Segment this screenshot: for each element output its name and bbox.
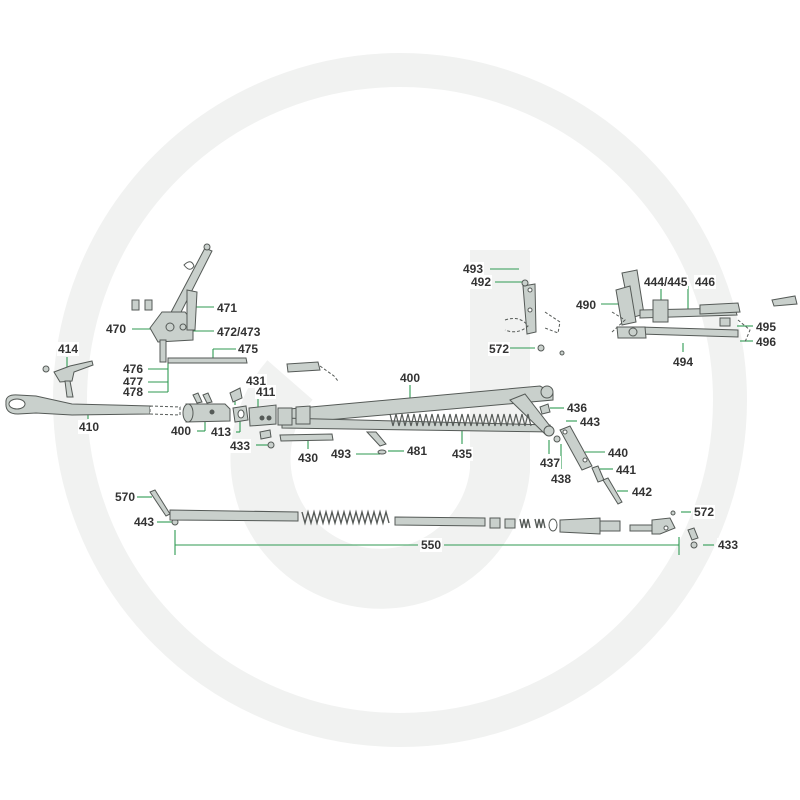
label-471: 471 xyxy=(216,301,239,315)
rod-springs xyxy=(301,509,546,529)
label-433-bottom: 433 xyxy=(717,538,740,552)
label-444-445: 444/445 xyxy=(643,275,689,289)
label-493-top: 493 xyxy=(462,262,485,276)
label-442: 442 xyxy=(631,485,654,499)
label-495: 495 xyxy=(755,320,778,334)
part-492-arm xyxy=(504,279,565,356)
part-tube-segment xyxy=(286,361,321,373)
part-435-spring xyxy=(389,413,532,427)
label-436: 436 xyxy=(566,401,589,415)
label-443-right: 443 xyxy=(579,415,602,429)
part-481-washer xyxy=(377,449,387,455)
label-475: 475 xyxy=(237,342,260,356)
label-470: 470 xyxy=(105,322,128,336)
label-400-coupling: 400 xyxy=(170,424,193,438)
label-472-473: 472/473 xyxy=(216,325,262,339)
label-494: 494 xyxy=(672,355,695,369)
part-481-link xyxy=(365,431,387,447)
label-437: 437 xyxy=(539,456,562,470)
label-493-mid: 493 xyxy=(330,447,353,461)
label-438: 438 xyxy=(550,472,573,486)
label-550: 550 xyxy=(420,538,443,552)
label-414: 414 xyxy=(57,342,80,356)
label-431: 431 xyxy=(245,374,268,388)
right-link-parts xyxy=(539,403,623,505)
label-433-left: 433 xyxy=(229,439,252,453)
watermark-logo xyxy=(53,53,747,747)
lift-lever-assembly xyxy=(131,243,248,364)
label-411: 411 xyxy=(255,385,277,399)
part-414-handle xyxy=(42,360,94,398)
label-443-bottom: 443 xyxy=(133,515,156,529)
label-476: 476 xyxy=(122,362,145,376)
label-440: 440 xyxy=(607,446,630,460)
label-570: 570 xyxy=(114,490,137,504)
part-410-drawbar xyxy=(5,394,181,416)
label-496: 496 xyxy=(755,335,778,349)
label-572-top: 572 xyxy=(488,342,511,356)
label-410: 410 xyxy=(78,420,101,434)
part-tube-dashed xyxy=(319,365,339,382)
label-413: 413 xyxy=(210,425,233,439)
part-550-rod-assembly xyxy=(149,489,699,549)
label-481: 481 xyxy=(406,444,429,458)
label-572-bottom: 572 xyxy=(693,505,716,519)
label-430: 430 xyxy=(297,451,320,465)
label-435: 435 xyxy=(451,447,474,461)
label-446: 446 xyxy=(694,275,717,289)
parts xyxy=(5,243,798,549)
coupling-parts xyxy=(182,387,277,449)
label-441: 441 xyxy=(615,463,638,477)
hitch-assembly xyxy=(611,269,798,343)
label-492: 492 xyxy=(470,275,493,289)
label-400-frame: 400 xyxy=(399,371,422,385)
label-490: 490 xyxy=(575,298,598,312)
label-478: 478 xyxy=(122,385,145,399)
part-430-pin xyxy=(279,433,334,442)
